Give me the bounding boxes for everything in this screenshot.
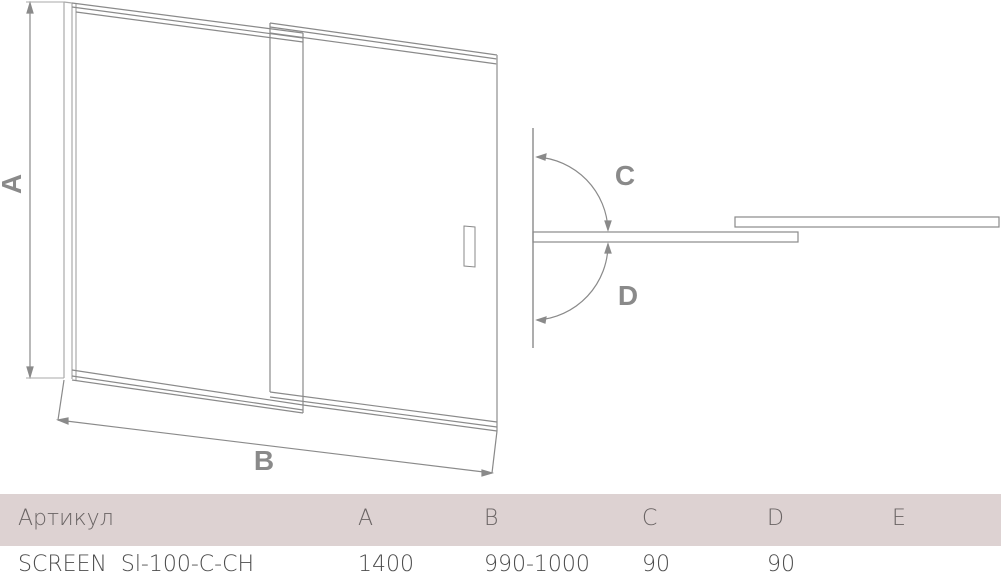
header-a: A [358, 506, 374, 531]
header-d: D [767, 506, 784, 531]
header-b: B [484, 506, 499, 531]
cell-b: 990-1000 [484, 552, 590, 577]
angle-arcs [535, 153, 612, 324]
header-c: C [642, 506, 658, 531]
dimension-b [55, 379, 498, 477]
label-a: A [0, 174, 27, 194]
spec-table: Артикул A B C D E SCREEN Sl-100-C-CH 140… [0, 494, 1001, 579]
label-c: C [615, 160, 635, 191]
cell-c: 90 [642, 552, 670, 577]
cell-d: 90 [767, 552, 795, 577]
cell-article: SCREEN Sl-100-C-CH [18, 552, 255, 577]
fixed-glass-panel [71, 2, 304, 414]
table-header: Артикул A B C D E [0, 494, 1001, 546]
label-b: B [254, 445, 274, 476]
label-d: D [618, 280, 638, 311]
header-e: E [892, 506, 906, 531]
table-row: SCREEN Sl-100-C-CH 1400 990-1000 90 90 [0, 546, 1001, 579]
wall-profile [63, 1, 77, 380]
cell-a: 1400 [358, 552, 414, 577]
dimension-a [26, 0, 64, 380]
handle-icon [463, 225, 476, 268]
technical-drawing: A B C D [0, 0, 1000, 477]
sliding-glass-panel [269, 22, 498, 432]
header-article: Артикул [18, 506, 114, 531]
plan-view [532, 128, 1000, 348]
